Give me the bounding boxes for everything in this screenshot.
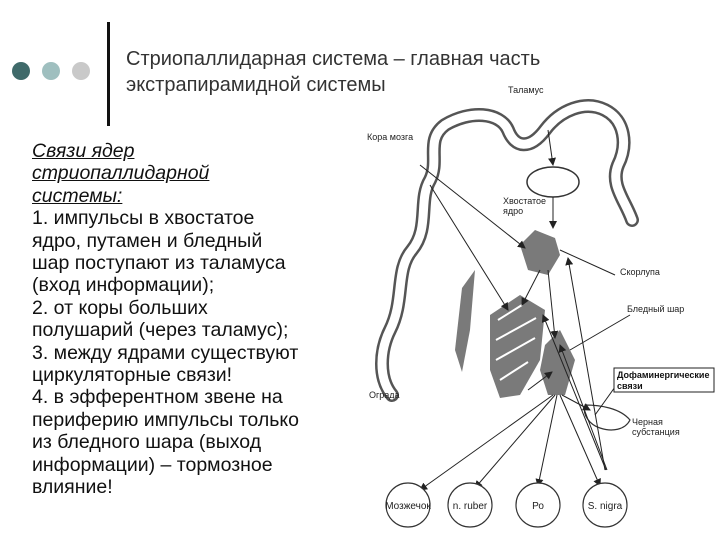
substantia-nigra-shape (584, 405, 630, 430)
label-caudate-1: Хвостатое (503, 196, 546, 206)
label-substantia-1: Черная (632, 417, 663, 427)
label-caudate-2: ядро (503, 206, 523, 216)
label-thalamus: Таламус (508, 85, 544, 95)
output-nodes: Мозжечок n. ruber Ро S. nigra (385, 483, 627, 527)
label-substantia-2: субстанция (632, 427, 680, 437)
label-fence: Ограда (369, 390, 400, 400)
label-dopamine-1: Дофаминергические (617, 370, 709, 380)
node-cerebellum-label: Мозжечок (385, 501, 431, 512)
shell-shape (490, 295, 545, 398)
node-s-nigra-label: S. nigra (588, 501, 623, 512)
caudate-shape (520, 230, 560, 275)
label-shell: Скорлупа (620, 267, 660, 277)
node-n-ruber-label: n. ruber (453, 501, 488, 512)
node-ro-label: Ро (532, 501, 544, 512)
pallidus-shape (540, 330, 575, 395)
label-cortex: Кора мозга (367, 132, 413, 142)
thalamus-shape (527, 167, 579, 197)
label-dopamine-2: связи (617, 381, 643, 391)
label-pallidus: Бледный шар (627, 304, 684, 314)
fence-shape (455, 270, 475, 372)
